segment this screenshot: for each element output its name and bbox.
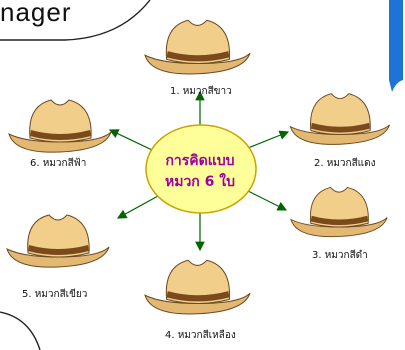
hat-1-label: 1. หมวกสีขาว (170, 84, 232, 99)
hat-6-label: 6. หมวกสีฟ้า (30, 156, 86, 171)
cowboy-hat-icon (140, 10, 255, 82)
cowboy-hat-icon (2, 205, 114, 275)
hat-3-label: 3. หมวกสีดำ (312, 248, 368, 263)
center-title-line2: หมวก 6 ใบ (145, 171, 255, 193)
cowboy-hat-icon (140, 250, 255, 322)
cowboy-hat-icon (285, 84, 395, 152)
cowboy-hat-icon (285, 178, 393, 244)
hat-5-label: 5. หมวกสีเขียว (22, 287, 87, 302)
cowboy-hat-icon (4, 90, 116, 160)
hat-4-label: 4. หมวกสีเหลือง (165, 328, 236, 343)
center-title-line1: การคิดแบบ (145, 150, 255, 172)
hat-2-label: 2. หมวกสีแดง (314, 156, 376, 171)
